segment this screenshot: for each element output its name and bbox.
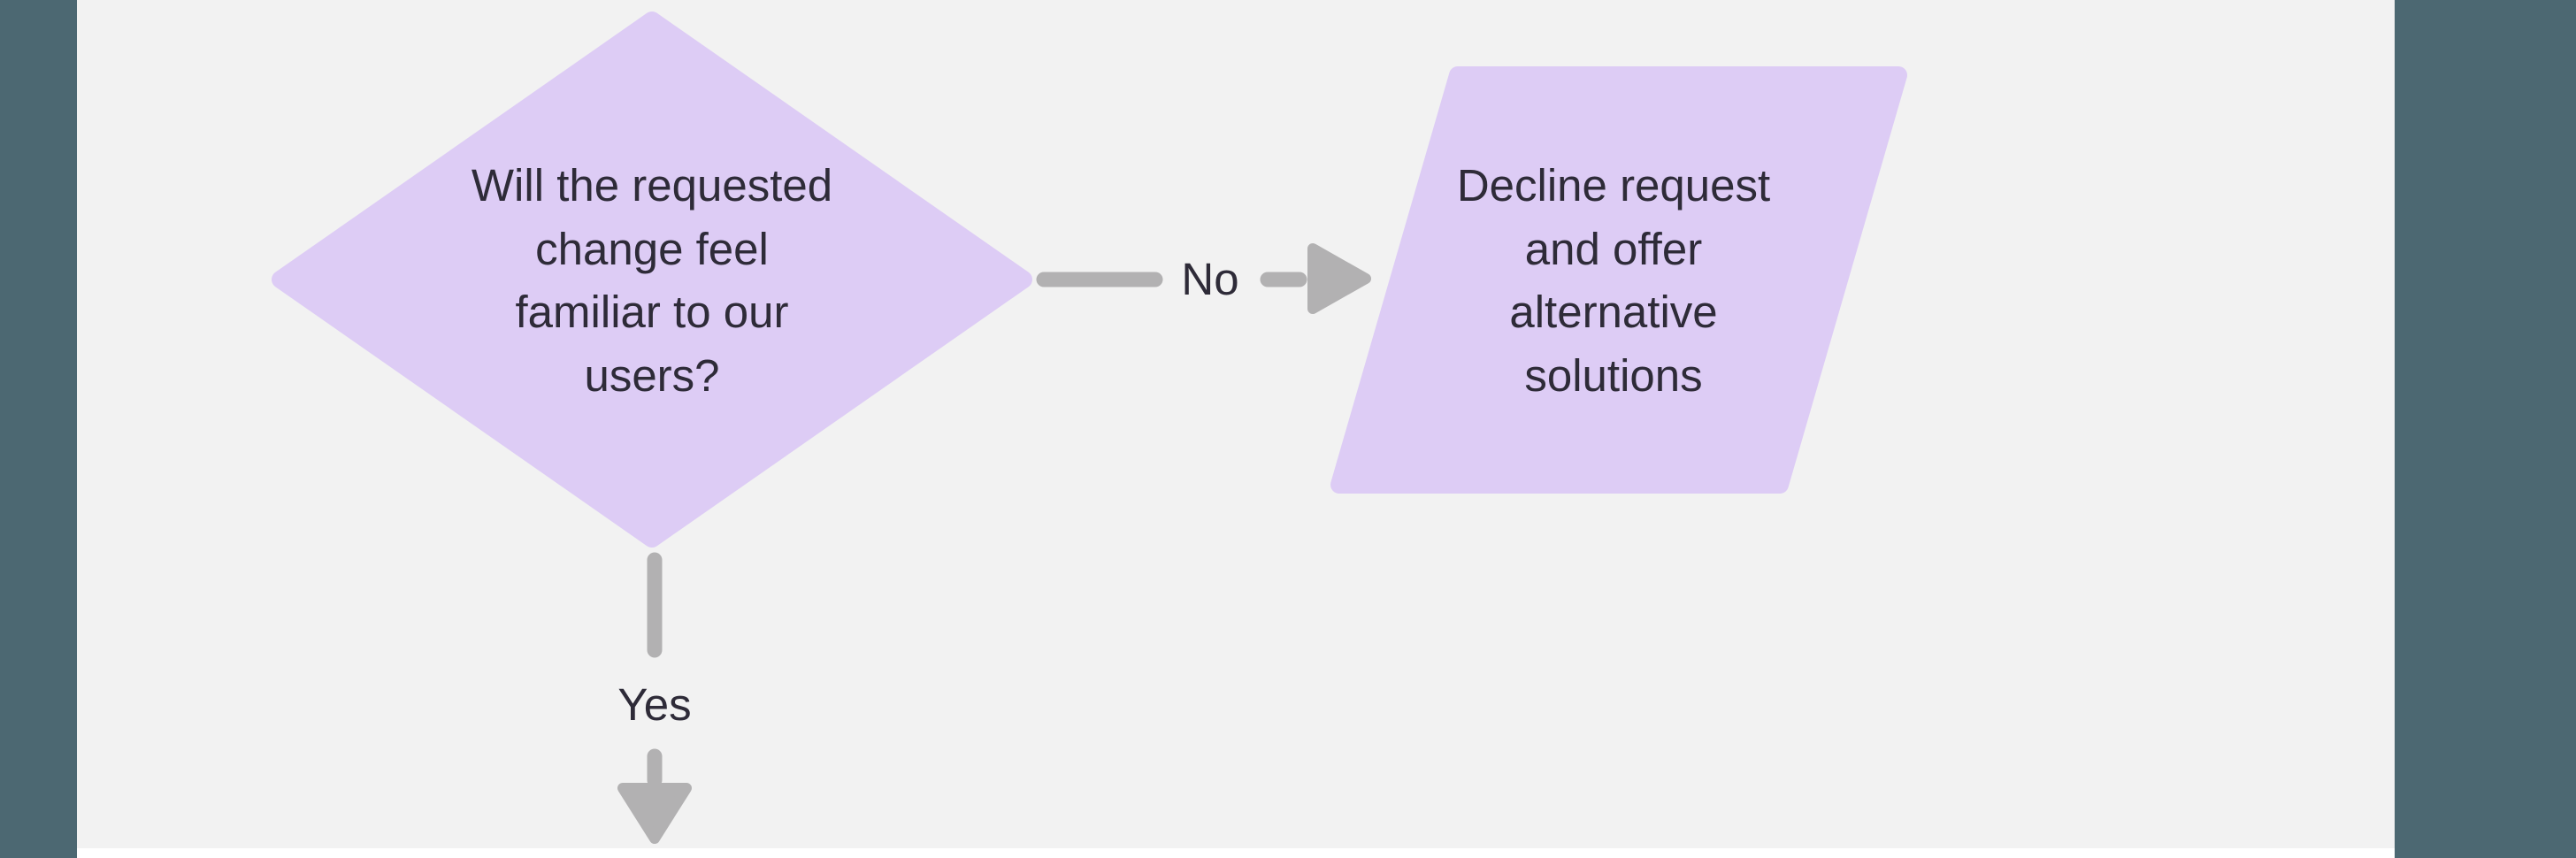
outcome-parallelogram-shape[interactable] xyxy=(1330,66,1907,494)
yes-edge-label[interactable]: Yes xyxy=(617,679,692,730)
canvas-bottom-gap xyxy=(77,848,2395,858)
right-side-panel xyxy=(2395,0,2576,858)
no-connector-arrowhead-icon[interactable] xyxy=(1307,243,1371,314)
outcome-label[interactable]: Decline request and offer alternative so… xyxy=(1456,160,1771,401)
yes-connector-arrowhead-icon[interactable] xyxy=(617,783,692,844)
decision-diamond-shape[interactable] xyxy=(272,11,1032,548)
left-side-panel xyxy=(0,0,77,858)
decision-label[interactable]: Will the requested change feel familiar … xyxy=(471,160,833,401)
no-edge-label[interactable]: No xyxy=(1181,254,1239,304)
